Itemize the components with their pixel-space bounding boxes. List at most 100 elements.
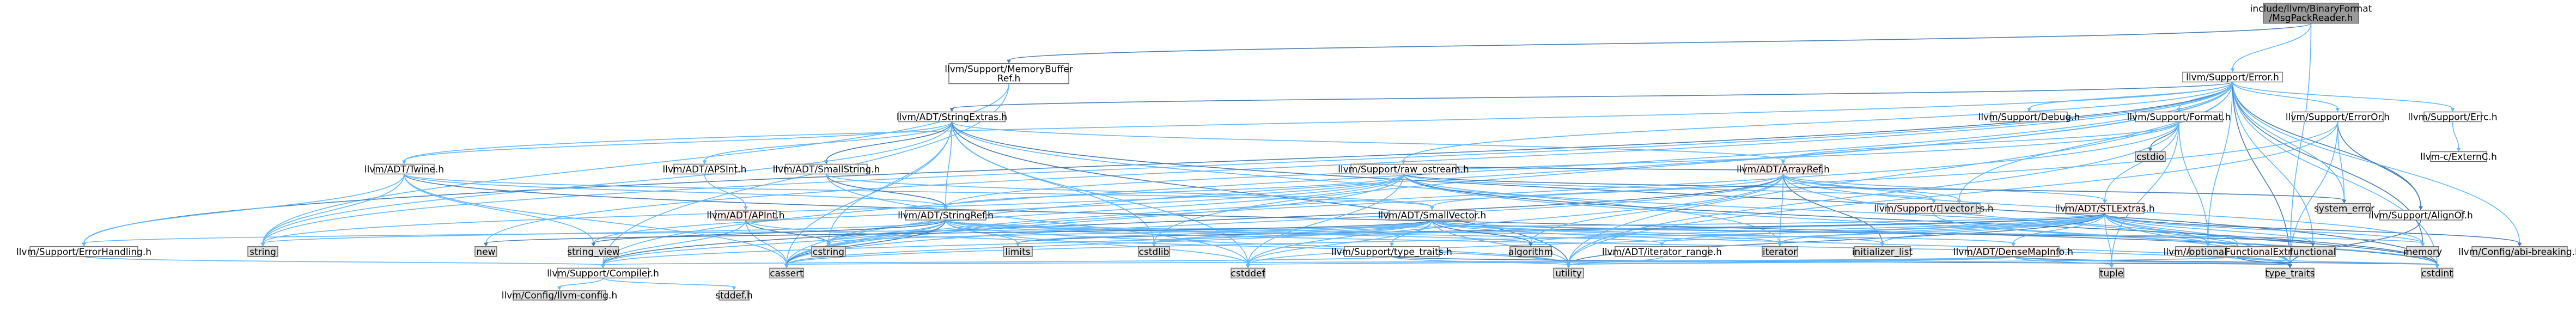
node-smallstring[interactable]: llvm/ADT/SmallString.h xyxy=(773,163,880,175)
edge-stringref-to-compiler xyxy=(602,220,946,265)
node-iterrange[interactable]: llvm/ADT/iterator_range.h xyxy=(1602,246,1722,258)
node-box xyxy=(718,290,750,301)
arrowhead-smallvector-to-limits xyxy=(1015,242,1020,247)
node-box xyxy=(2182,71,2283,83)
node-box xyxy=(2379,210,2463,221)
edge-root-to-membuf xyxy=(1008,23,2312,61)
node-box xyxy=(2065,203,2145,214)
edge-errorhandling-to-compiler xyxy=(83,256,604,266)
node-algorithm: algorithm xyxy=(1508,246,1553,258)
node-rawostream[interactable]: llvm/Support/raw_ostream.h xyxy=(1338,163,1469,175)
node-label: llvm-c/ExternC.h xyxy=(2420,152,2497,163)
node-label: llvm/ADT/Twine.h xyxy=(364,164,444,175)
node-label: memory xyxy=(2403,247,2442,258)
node-alignof[interactable]: llvm/Support/AlignOf.h xyxy=(2368,210,2473,221)
node-label: llvm/Support/ErrorOr.h xyxy=(2286,112,2390,123)
node-debug[interactable]: llvm/Support/Debug.h xyxy=(1978,111,2080,123)
node-memory: memory xyxy=(2403,246,2442,258)
node-label: /MsgPackReader.h xyxy=(2269,13,2353,24)
node-box xyxy=(1967,246,2060,257)
node-box xyxy=(1990,111,2068,123)
node-label: llvm/Support/type_traits.h xyxy=(1331,247,1452,258)
edge-apint-to-cassert xyxy=(745,220,787,265)
arrowhead-compiler-to-stddef xyxy=(732,286,736,290)
arrowhead-arrayref-to-vector xyxy=(1957,199,1962,204)
edge-errc-to-externc xyxy=(2452,121,2459,149)
node-stringextras[interactable]: llvm/ADT/StringExtras.h xyxy=(897,111,1007,123)
node-root[interactable]: include/llvm/BinaryFormat/MsgPackReader.… xyxy=(2250,3,2372,24)
node-cassert: cassert xyxy=(769,267,804,279)
node-box xyxy=(715,210,777,221)
edge-stlfunctional-to-cstdint xyxy=(2237,256,2438,266)
node-box xyxy=(1003,246,1033,257)
node-error[interactable]: llvm/Support/Error.h xyxy=(2182,71,2283,83)
node-label: llvm/Support/Debug.h xyxy=(1978,112,2080,123)
nodes-layer: include/llvm/BinaryFormat/MsgPackReader.… xyxy=(16,3,2576,301)
node-externc[interactable]: llvm-c/ExternC.h xyxy=(2420,151,2497,163)
node-apsint[interactable]: llvm/ADT/APSInt.h xyxy=(663,163,747,175)
node-label: llvm/ADT/STLExtras.h xyxy=(2055,204,2154,215)
node-stlextras[interactable]: llvm/ADT/STLExtras.h xyxy=(2055,203,2155,215)
arrowhead-smallvector-to-new xyxy=(484,242,488,247)
node-label: cstddef xyxy=(1231,268,1266,279)
node-apint[interactable]: llvm/ADT/APInt.h xyxy=(707,210,785,221)
edge-error-to-errorhandling xyxy=(83,82,2233,243)
node-densemapinfo[interactable]: llvm/ADT/DenseMapInfo.h xyxy=(1953,246,2073,258)
node-box xyxy=(905,210,986,221)
node-box xyxy=(2292,111,2384,123)
node-box xyxy=(2317,203,2371,214)
arrowhead-stlfunctional-to-utility xyxy=(1566,264,1571,269)
edge-stlextras-to-limits xyxy=(1017,212,2105,244)
node-cstdio: cstdio xyxy=(2135,151,2166,163)
edge-arrayref-to-compiler xyxy=(602,174,1784,265)
edge-stringextras-to-cstdlib xyxy=(951,121,1155,243)
node-type_traits: type_traits xyxy=(2266,267,2315,279)
edge-error-to-system_error xyxy=(2232,82,2345,200)
node-cstring: cstring xyxy=(811,246,846,258)
node-twine[interactable]: llvm/ADT/Twine.h xyxy=(364,163,444,175)
edge-format-to-tuple xyxy=(2111,121,2179,265)
node-errorhandling[interactable]: llvm/Support/ErrorHandling.h xyxy=(16,246,151,258)
node-erroror[interactable]: llvm/Support/ErrorOr.h xyxy=(2286,111,2390,123)
edge-erroror-to-alignof xyxy=(2337,121,2421,207)
arrowhead-arrayref-to-smallvector xyxy=(1430,206,1434,210)
node-utility: utility xyxy=(1553,267,1584,279)
node-typetraits_h[interactable]: llvm/Support/type_traits.h xyxy=(1331,246,1452,258)
node-arrayref[interactable]: llvm/ADT/ArrayRef.h xyxy=(1737,163,1830,175)
node-cstdlib: cstdlib xyxy=(1138,246,1170,258)
node-errc[interactable]: llvm/Support/Errc.h xyxy=(2408,111,2498,123)
node-box xyxy=(2099,267,2124,279)
node-label: llvm/ADT/StringExtras.h xyxy=(897,112,1007,123)
arrowhead-root-to-error xyxy=(2230,68,2235,72)
node-box xyxy=(374,163,435,175)
arrowhead-error-to-erroror xyxy=(2335,108,2340,112)
node-box xyxy=(2406,246,2439,257)
edge-arrayref-to-smallvector xyxy=(1432,174,1784,208)
edge-smallvector-to-new xyxy=(485,220,1433,244)
edge-rawostream-to-cstring xyxy=(828,174,1404,243)
edge-rawostream-to-cstddef xyxy=(1247,174,1404,265)
edge-stringref-to-string xyxy=(262,220,946,244)
edge-stringref-to-string_view xyxy=(593,220,946,244)
node-box xyxy=(673,163,736,175)
node-stlfunctional[interactable]: llvm/ADT/STLFunctionalExtras.h xyxy=(2164,246,2311,258)
arrowhead-typetraits_h-to-compiler xyxy=(601,264,605,269)
node-label: llvm/ADT/APInt.h xyxy=(707,210,784,221)
edge-apint-to-compiler xyxy=(602,220,746,265)
arrowhead-format-to-arrayref xyxy=(1781,160,1786,164)
edge-root-to-error xyxy=(2232,23,2312,69)
node-smallvector[interactable]: llvm/ADT/SmallVector.h xyxy=(1378,210,1487,221)
edge-densemapinfo-to-type_traits xyxy=(2013,256,2291,266)
node-label: cstring xyxy=(813,247,844,258)
node-box xyxy=(1854,246,1911,257)
node-stringref[interactable]: llvm/ADT/StringRef.h xyxy=(898,210,994,221)
node-box xyxy=(513,290,606,301)
edge-densemapinfo-to-cstddef xyxy=(1247,256,2014,266)
node-compiler[interactable]: llvm/Support/Compiler.h xyxy=(547,267,659,279)
edge-smallvector-to-iterator xyxy=(1432,220,1781,244)
edge-error-to-rawostream xyxy=(1403,82,2233,161)
node-format[interactable]: llvm/Support/Format.h xyxy=(2127,111,2231,123)
node-box xyxy=(557,267,649,279)
node-box xyxy=(948,63,1069,84)
